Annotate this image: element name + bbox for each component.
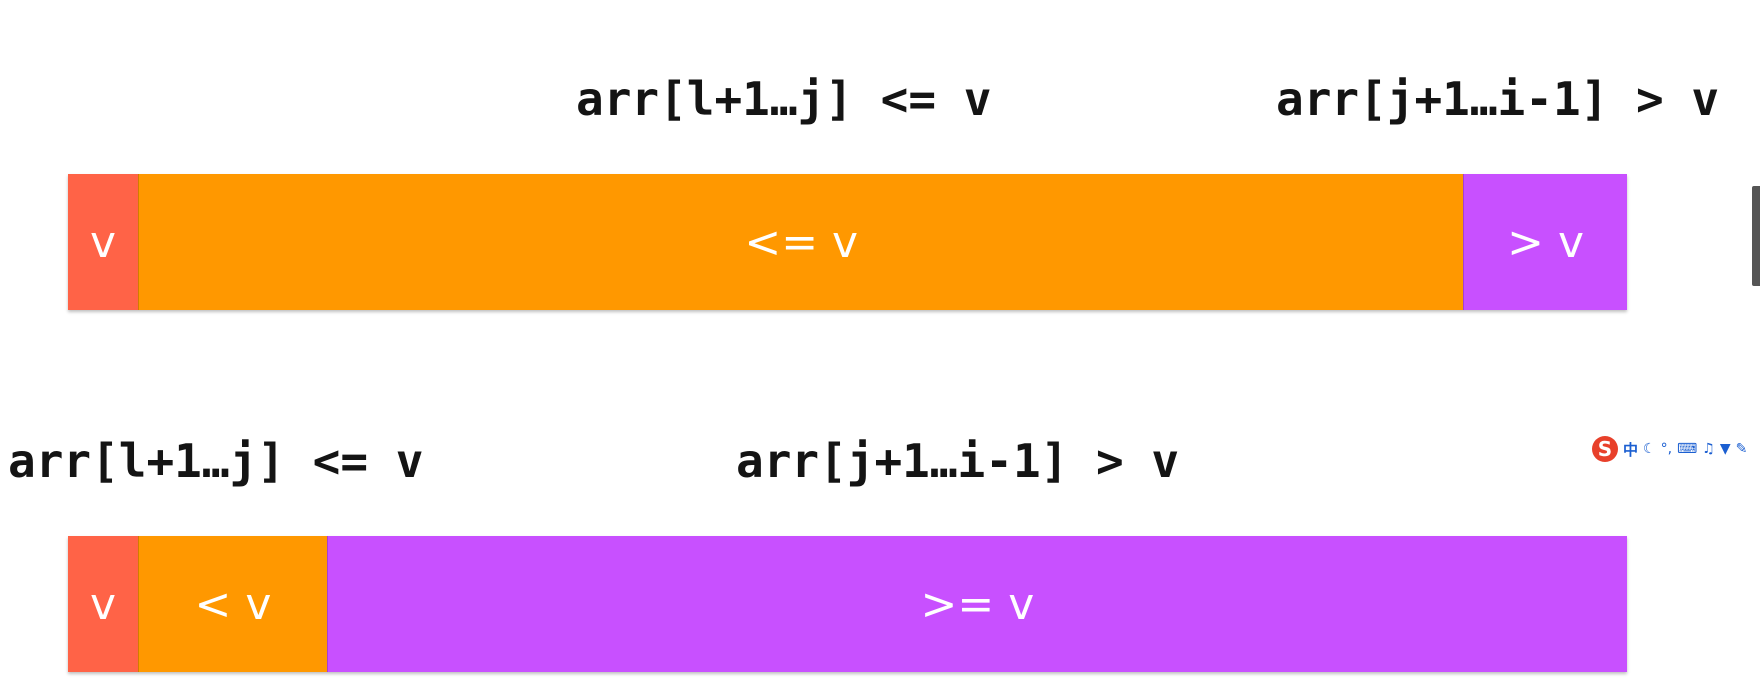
sogou-logo-icon[interactable]: S	[1592, 436, 1618, 462]
top-label-right: arr[j+1…i-1] > v	[1276, 72, 1720, 126]
skin-icon[interactable]: ▼	[1719, 441, 1731, 457]
top-partition-bar: v <= v > v	[68, 174, 1627, 310]
bottom-partition-bar: v < v >= v	[68, 536, 1627, 672]
moon-icon[interactable]: ☾	[1643, 441, 1656, 457]
ime-language-toggle[interactable]: 中	[1623, 440, 1639, 459]
bottom-segment-greater-equal: >= v	[326, 536, 1627, 672]
bottom-segment-less: < v	[138, 536, 327, 672]
bottom-label-right: arr[j+1…i-1] > v	[736, 434, 1180, 488]
ime-toolbar[interactable]: S 中 ☾ °, ⌨ ♫ ▼ ✎	[1592, 436, 1747, 462]
edge-scroll-handle[interactable]	[1752, 186, 1760, 286]
keyboard-icon[interactable]: ⌨	[1677, 441, 1698, 457]
tools-icon[interactable]: ✎	[1735, 441, 1748, 457]
voice-icon[interactable]: ♫	[1702, 441, 1715, 457]
bottom-label-left: arr[l+1…j] <= v	[8, 434, 424, 488]
bottom-segment-pivot: v	[68, 536, 139, 672]
top-segment-pivot: v	[68, 174, 139, 310]
punctuation-icon[interactable]: °,	[1660, 441, 1673, 457]
top-segment-less-equal: <= v	[138, 174, 1464, 310]
top-label-left: arr[l+1…j] <= v	[576, 72, 992, 126]
top-segment-greater: > v	[1463, 174, 1627, 310]
